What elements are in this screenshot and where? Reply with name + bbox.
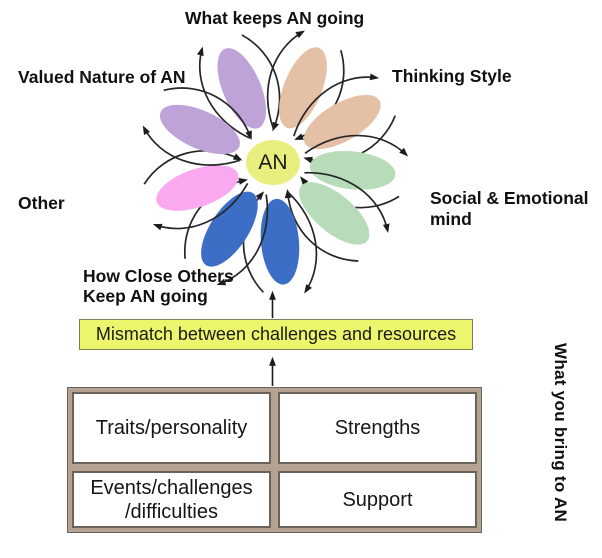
petal-cycle-arrow (241, 34, 281, 132)
table-cell-strengths: Strengths (278, 392, 477, 464)
petal-cycle-arrow (163, 87, 252, 141)
flower-center-label: AN (258, 150, 288, 174)
petal-cycle-arrow (284, 188, 359, 262)
label-what-you-bring-to-an: What you bring to AN (551, 343, 570, 523)
petal-shape (260, 198, 300, 285)
table-cell-traits-personality: Traits/personality (72, 392, 271, 464)
petal-upper-left-purple (142, 87, 252, 166)
petal-cycle-arrow (287, 191, 318, 294)
petal-shape (279, 47, 327, 129)
label-thinking-style: Thinking Style (392, 66, 512, 86)
petal-shape (201, 191, 258, 267)
table-cell-events-challenges: Events/challenges /difficulties (72, 471, 271, 528)
petal-left-pink (143, 150, 249, 231)
mismatch-banner: Mismatch between challenges and resource… (79, 319, 473, 350)
label-how-close-others-keep-an-going: How Close Others Keep AN going (83, 266, 234, 306)
petal-cycle-arrow (142, 125, 241, 166)
petal-cycle-arrow (143, 150, 243, 185)
petal-shape (309, 150, 396, 190)
petal-top-purple (197, 34, 281, 139)
flower-petals-group (142, 30, 409, 294)
resources-table: Traits/personality Strengths Events/chal… (67, 387, 482, 533)
petal-cycle-arrow (266, 30, 305, 130)
petal-shape (303, 94, 381, 150)
flower-center: AN (246, 140, 300, 185)
petal-cycle-arrow (197, 46, 251, 139)
label-valued-nature-of-an: Valued Nature of AN (18, 67, 186, 87)
petal-bottom-blue (242, 191, 318, 294)
petal-lower-right-green (284, 171, 390, 262)
petal-cycle-arrow (216, 194, 269, 286)
petal-shape (159, 104, 240, 155)
table-cell-support: Support (278, 471, 477, 528)
label-other: Other (18, 193, 65, 213)
petal-cycle-arrow (304, 134, 409, 157)
mismatch-banner-text: Mismatch between challenges and resource… (95, 324, 457, 344)
petal-shape (156, 165, 239, 211)
petal-cycle-arrow (304, 171, 390, 233)
petal-cycle-arrow (293, 73, 380, 137)
label-what-keeps-an-going: What keeps AN going (185, 8, 365, 28)
label-social-emotional-mind: Social & Emotional mind (430, 188, 589, 229)
petal-shape (217, 48, 266, 129)
petal-shape (299, 182, 370, 245)
petal-cycle-arrow (152, 183, 249, 231)
